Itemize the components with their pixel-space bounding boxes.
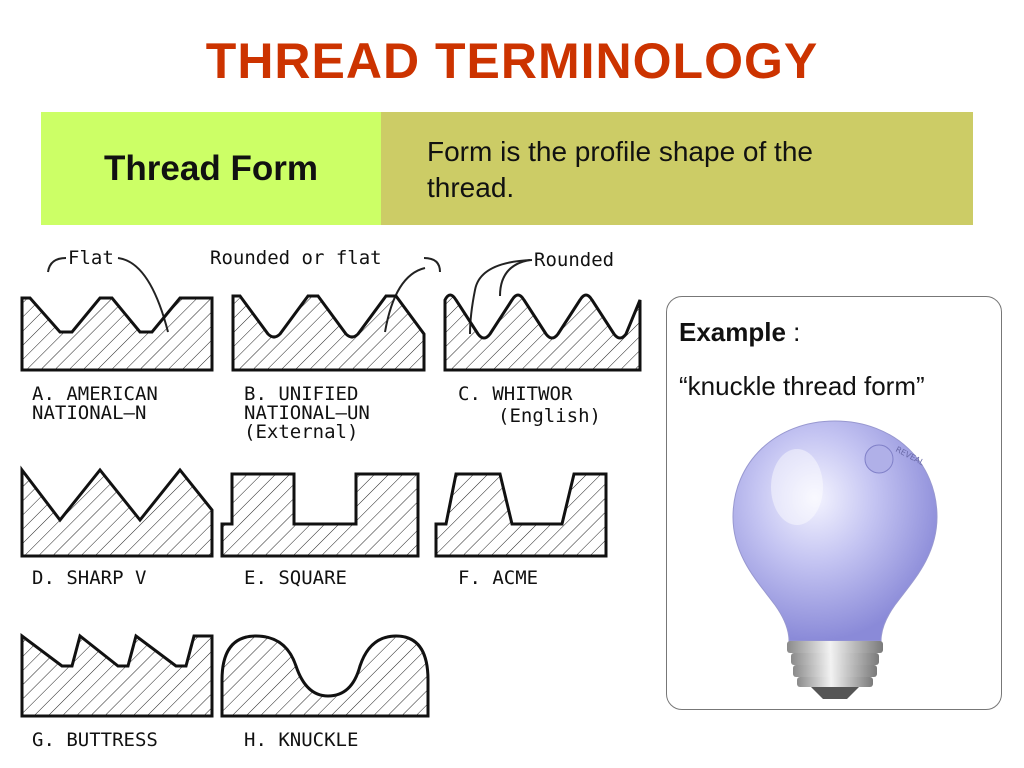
label-d: D. SHARP V [32, 567, 146, 589]
example-box: Example : “knuckle thread form” REVEAL [666, 296, 1002, 710]
term-definition-line1: Form is the profile shape of the [427, 136, 813, 167]
example-label: Example [679, 317, 786, 347]
example-separator: : [785, 317, 801, 347]
label-h: H. KNUCKLE [244, 729, 358, 751]
label-f: F. ACME [458, 567, 538, 589]
example-text: “knuckle thread form” [679, 371, 925, 401]
label-e: E. SQUARE [244, 567, 347, 589]
label-b-line1: B. UNIFIED [244, 383, 358, 405]
label-b-line2: NATIONAL—UN [244, 402, 370, 424]
term-definition-box: Thread Form Form is the profile shape of… [41, 112, 973, 225]
profile-knuckle [220, 634, 430, 718]
label-b-line3: (External) [244, 421, 358, 443]
annotation-rounded: Rounded [534, 249, 614, 271]
label-c-line1: C. WHITWOR [458, 383, 573, 405]
label-a-line1: A. AMERICAN [32, 383, 158, 405]
annotation-rounded-or-flat: Rounded or flat [210, 247, 382, 269]
term-definition: Form is the profile shape of the thread. [381, 112, 973, 225]
label-g: G. BUTTRESS [32, 729, 158, 751]
label-a-line2: NATIONAL—N [32, 402, 146, 424]
label-c-line2: (English) [498, 405, 601, 427]
term-definition-line2: thread. [427, 172, 515, 203]
profile-acme [434, 472, 608, 558]
profile-american-national [20, 296, 214, 372]
profile-whitworth [443, 293, 642, 372]
light-bulb-image: REVEAL [732, 420, 938, 699]
ge-logo-icon [864, 444, 894, 474]
thread-forms-diagram: Flat Rounded or flat Rounded A. AMERICAN… [20, 247, 642, 751]
example-heading: Example : [679, 317, 800, 348]
profile-sharp-v [20, 465, 214, 558]
term-label: Thread Form [41, 112, 381, 225]
profile-buttress [20, 633, 214, 718]
page-title: THREAD TERMINOLOGY [205, 33, 819, 89]
profile-square [220, 472, 420, 558]
profile-unified-national [231, 294, 426, 372]
annotation-flat: Flat [68, 247, 114, 269]
